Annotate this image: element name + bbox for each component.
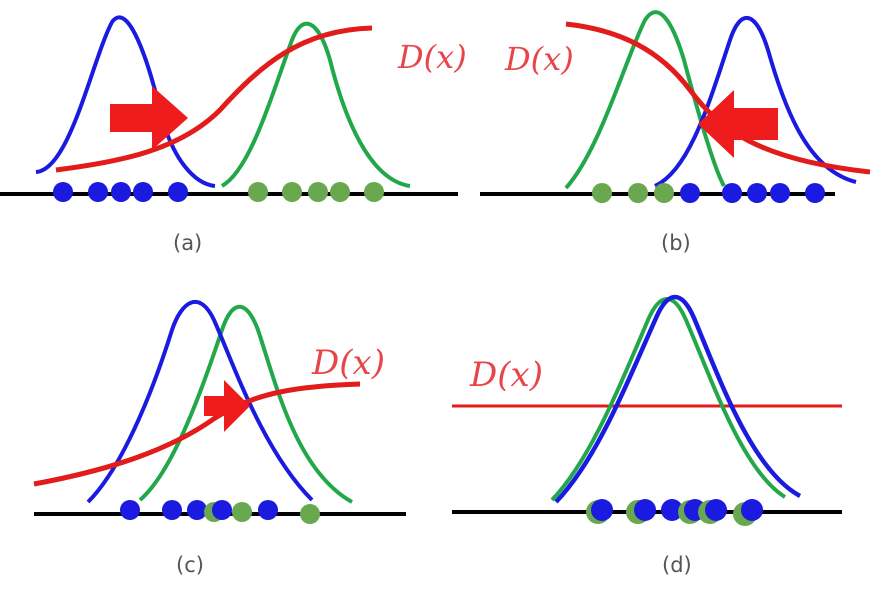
generated-sample (591, 499, 613, 521)
generated-sample (212, 500, 232, 520)
generated-sample (705, 499, 727, 521)
real-sample (232, 502, 252, 522)
panel-a-caption: (a) (173, 231, 202, 255)
panel-d-samples (586, 499, 763, 526)
panel-d-real-distribution (550, 297, 787, 502)
panel-a: D(x) (a) (0, 15, 467, 255)
panel-b-real-distribution (564, 10, 726, 190)
panel-c-samples (120, 500, 320, 524)
generated-sample (133, 182, 153, 202)
panel-a-arrow (110, 86, 188, 150)
real-sample (654, 183, 674, 203)
generated-sample (168, 182, 188, 202)
generated-sample (120, 500, 140, 520)
panel-a-real-distribution (220, 21, 411, 188)
real-sample (628, 183, 648, 203)
real-sample (330, 182, 350, 202)
panel-d-caption: (d) (662, 553, 692, 577)
real-sample (248, 182, 268, 202)
panel-a-dx-label: D(x) (397, 38, 467, 76)
panel-a-generated-distribution (35, 15, 216, 188)
panel-b-generated-distribution (654, 16, 857, 188)
panel-d-generated-distribution (554, 295, 802, 504)
panel-a-discriminator-curve (55, 25, 373, 173)
generated-sample (680, 183, 700, 203)
panel-b-caption: (b) (661, 231, 691, 255)
panel-c-real-distribution (138, 304, 353, 504)
generated-sample (53, 182, 73, 202)
panel-c-dx-label: D(x) (311, 343, 385, 383)
panel-b-real-samples (592, 183, 674, 203)
generated-sample (747, 183, 767, 203)
generated-sample (111, 182, 131, 202)
panel-c-discriminator-curve (33, 381, 361, 487)
generated-sample (88, 182, 108, 202)
panel-d: D(x) (d) (452, 295, 842, 577)
panel-c-caption: (c) (176, 553, 204, 577)
generated-sample (722, 183, 742, 203)
real-sample (364, 182, 384, 202)
real-sample (592, 183, 612, 203)
real-sample (308, 182, 328, 202)
generated-sample (661, 499, 683, 521)
panel-b: D(x) (b) (480, 10, 871, 255)
panel-d-dx-label: D(x) (469, 355, 543, 395)
generated-sample (770, 183, 790, 203)
real-sample (300, 504, 320, 524)
panel-a-real-samples (248, 182, 384, 202)
panel-c-generated-distribution (86, 299, 314, 504)
panel-c-arrow (204, 380, 250, 432)
generated-sample (162, 500, 182, 520)
generated-sample (187, 500, 207, 520)
panel-b-generated-samples (680, 183, 825, 203)
generated-sample (805, 183, 825, 203)
panel-a-generated-samples (53, 182, 188, 202)
panel-b-discriminator-curve (565, 21, 871, 175)
real-sample (282, 182, 302, 202)
generated-sample (634, 499, 656, 521)
panel-c: D(x) (c) (33, 299, 406, 577)
generated-sample (258, 500, 278, 520)
panel-b-arrow (698, 90, 778, 158)
generated-sample (741, 499, 763, 521)
panel-b-dx-label: D(x) (504, 40, 574, 78)
